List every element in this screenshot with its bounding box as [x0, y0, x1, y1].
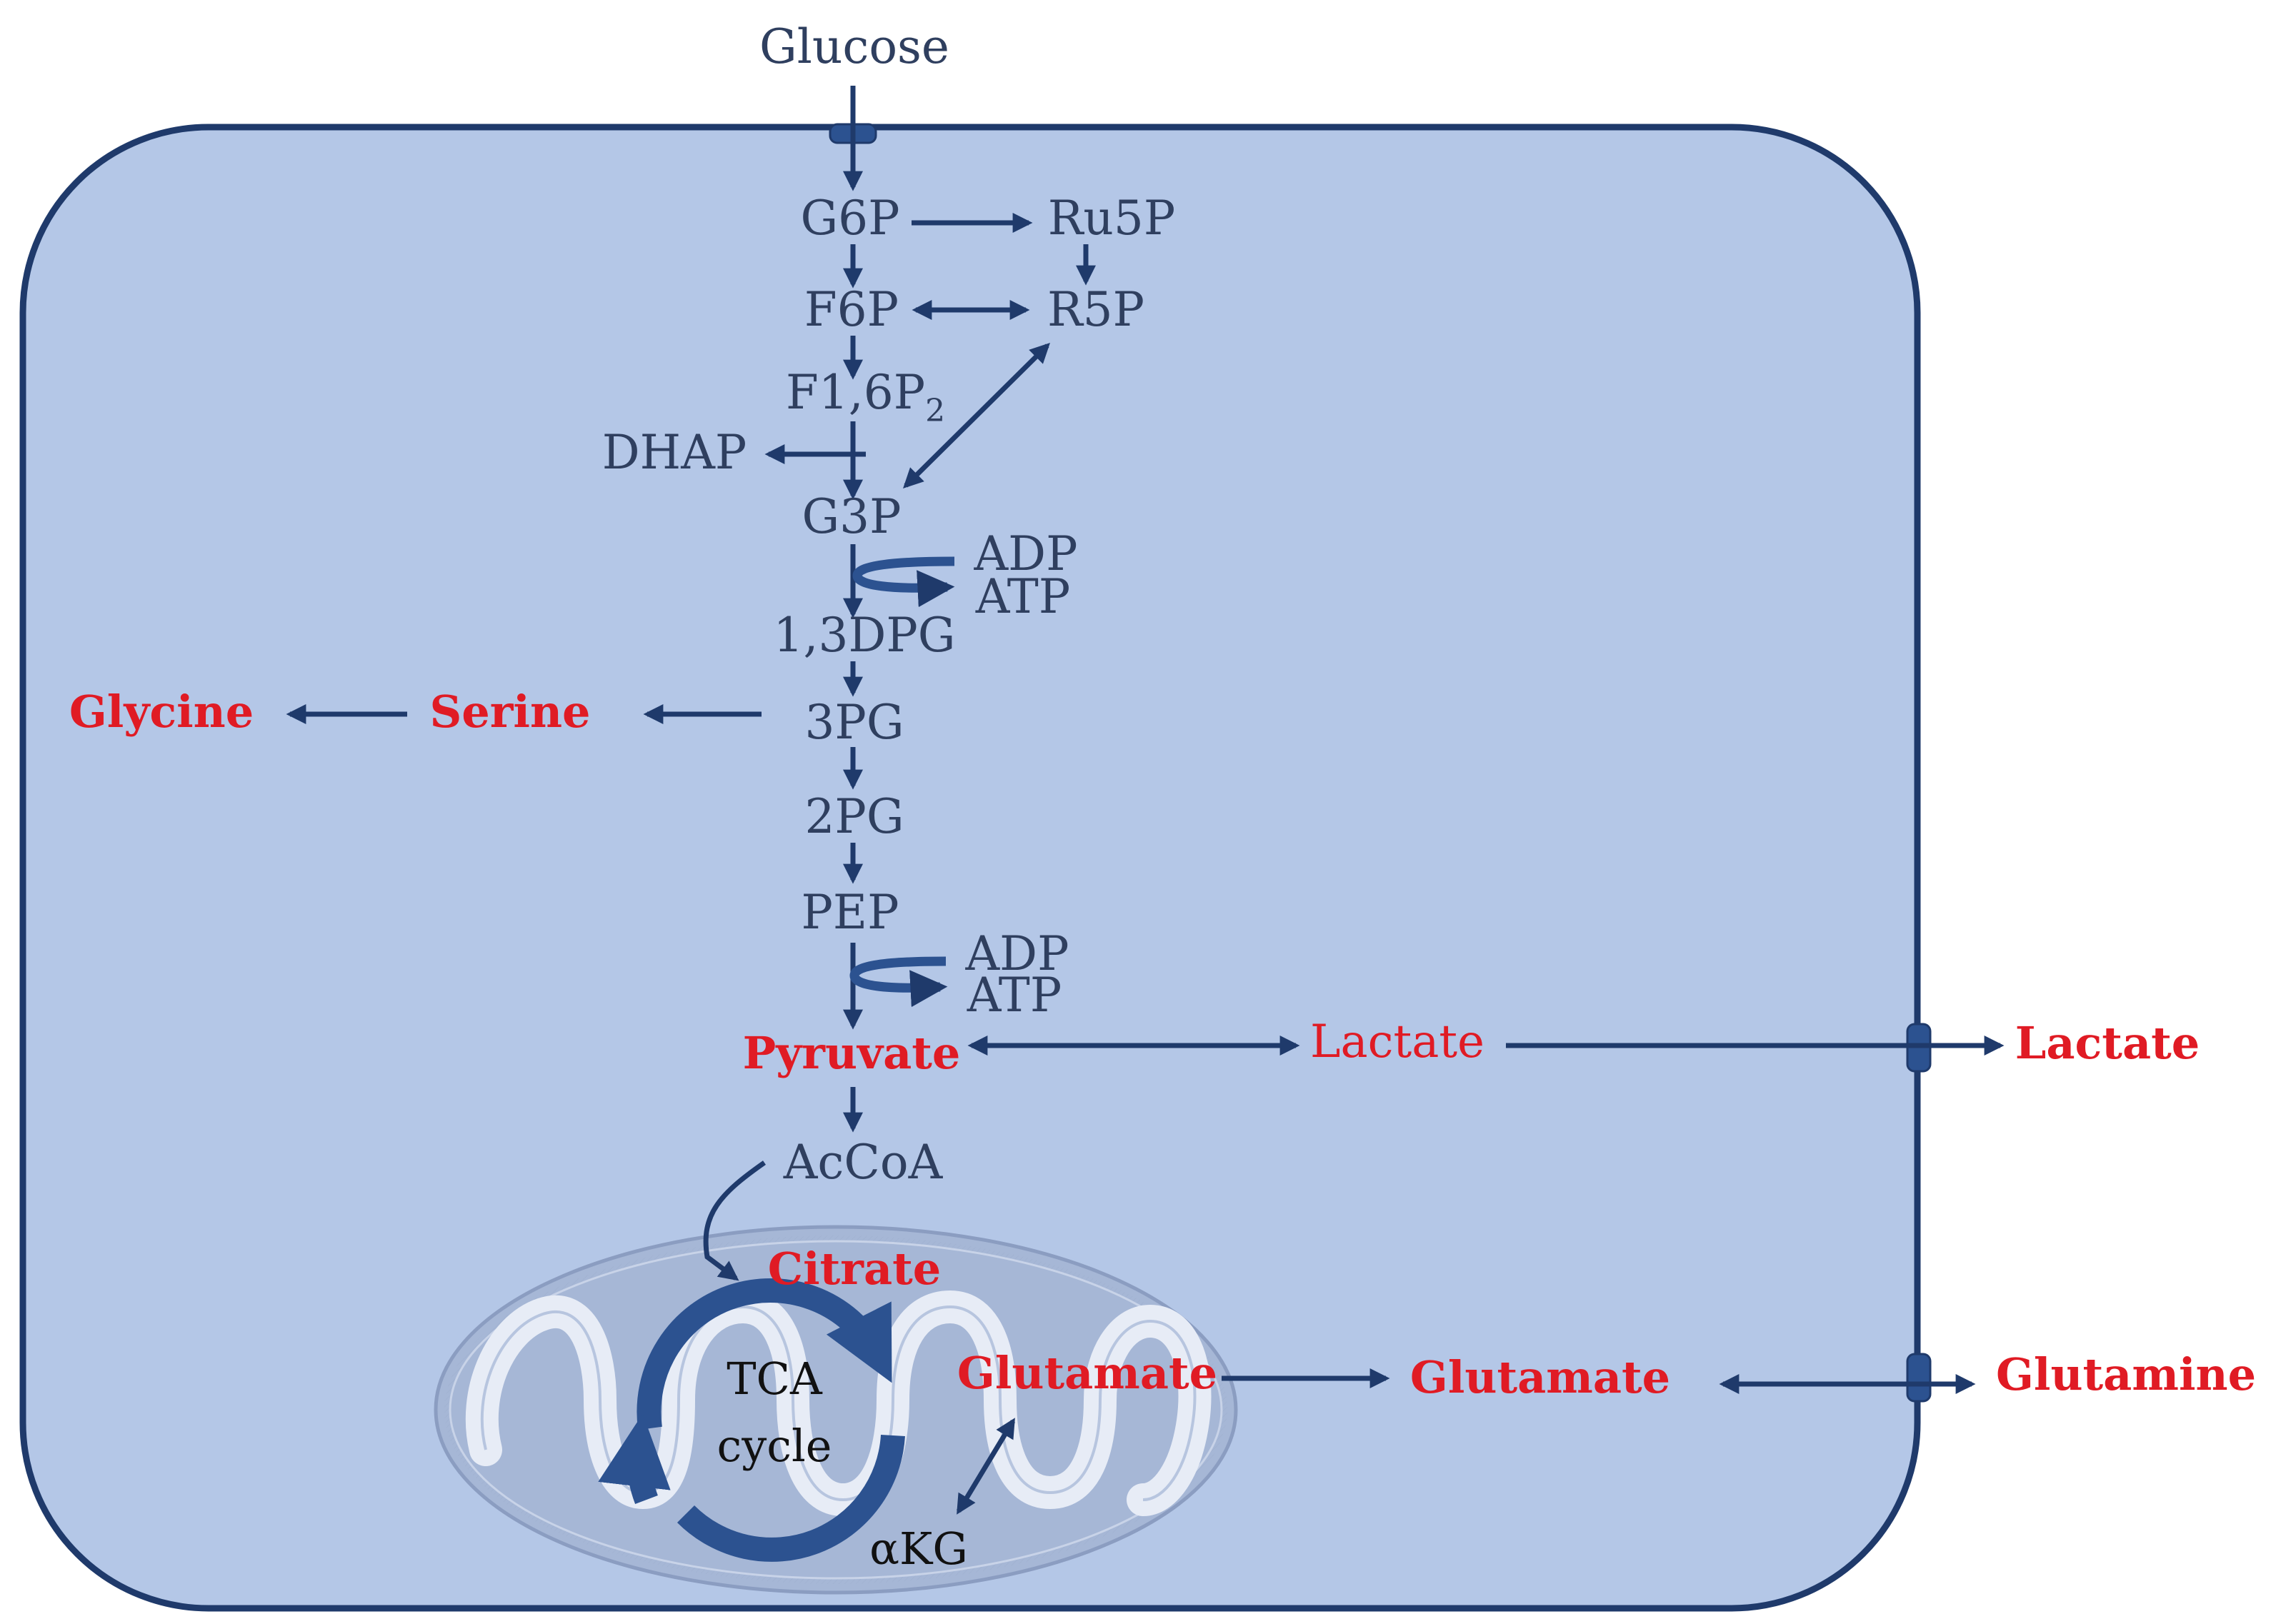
label-g3p: G3P: [802, 489, 901, 544]
pathway-arrows: [286, 86, 2005, 1515]
label-adp-2: ADP: [965, 926, 1069, 981]
label-3pg: 3PG: [804, 695, 904, 750]
tca-cycle-arrows: [598, 1278, 905, 1562]
label-r5p: R5P: [1047, 282, 1144, 337]
label-glutamate-cytosol: Glutamate: [1410, 1351, 1670, 1403]
atp-generation-arrows: [849, 556, 955, 1008]
label-glutamine: Glutamine: [1996, 1348, 2256, 1400]
label-g6p: G6P: [800, 191, 899, 246]
label-13dpg: 1,3DPG: [773, 608, 955, 663]
label-atp-1: ATP: [975, 569, 1070, 624]
label-citrate: Citrate: [768, 1243, 941, 1295]
label-glucose: Glucose: [759, 19, 949, 74]
label-ru5p: Ru5P: [1048, 191, 1176, 246]
label-accoa: AcCoA: [783, 1135, 944, 1190]
label-lactate-cytosol: Lactate: [1310, 1016, 1484, 1068]
glutamine-transporter: [1906, 1353, 1932, 1403]
label-akg: αKG: [869, 1523, 968, 1575]
cell-membrane: [19, 124, 1921, 1612]
label-f6p: F6P: [804, 282, 899, 337]
label-adp-1: ADP: [974, 526, 1078, 581]
label-f16p2: F1,6P2: [786, 365, 945, 429]
label-dhap: DHAP: [602, 425, 747, 480]
label-cycle: cycle: [717, 1420, 832, 1472]
label-lactate-extracellular: Lactate: [2015, 1017, 2200, 1069]
label-pep: PEP: [802, 885, 899, 940]
label-serine: Serine: [430, 686, 591, 738]
label-2pg: 2PG: [804, 789, 904, 844]
label-glutamate-mito: Glutamate: [957, 1347, 1217, 1399]
label-pyruvate: Pyruvate: [743, 1027, 961, 1079]
label-glycine: Glycine: [69, 686, 254, 738]
label-atp-2: ATP: [967, 968, 1062, 1023]
label-tca: TCA: [727, 1353, 823, 1405]
